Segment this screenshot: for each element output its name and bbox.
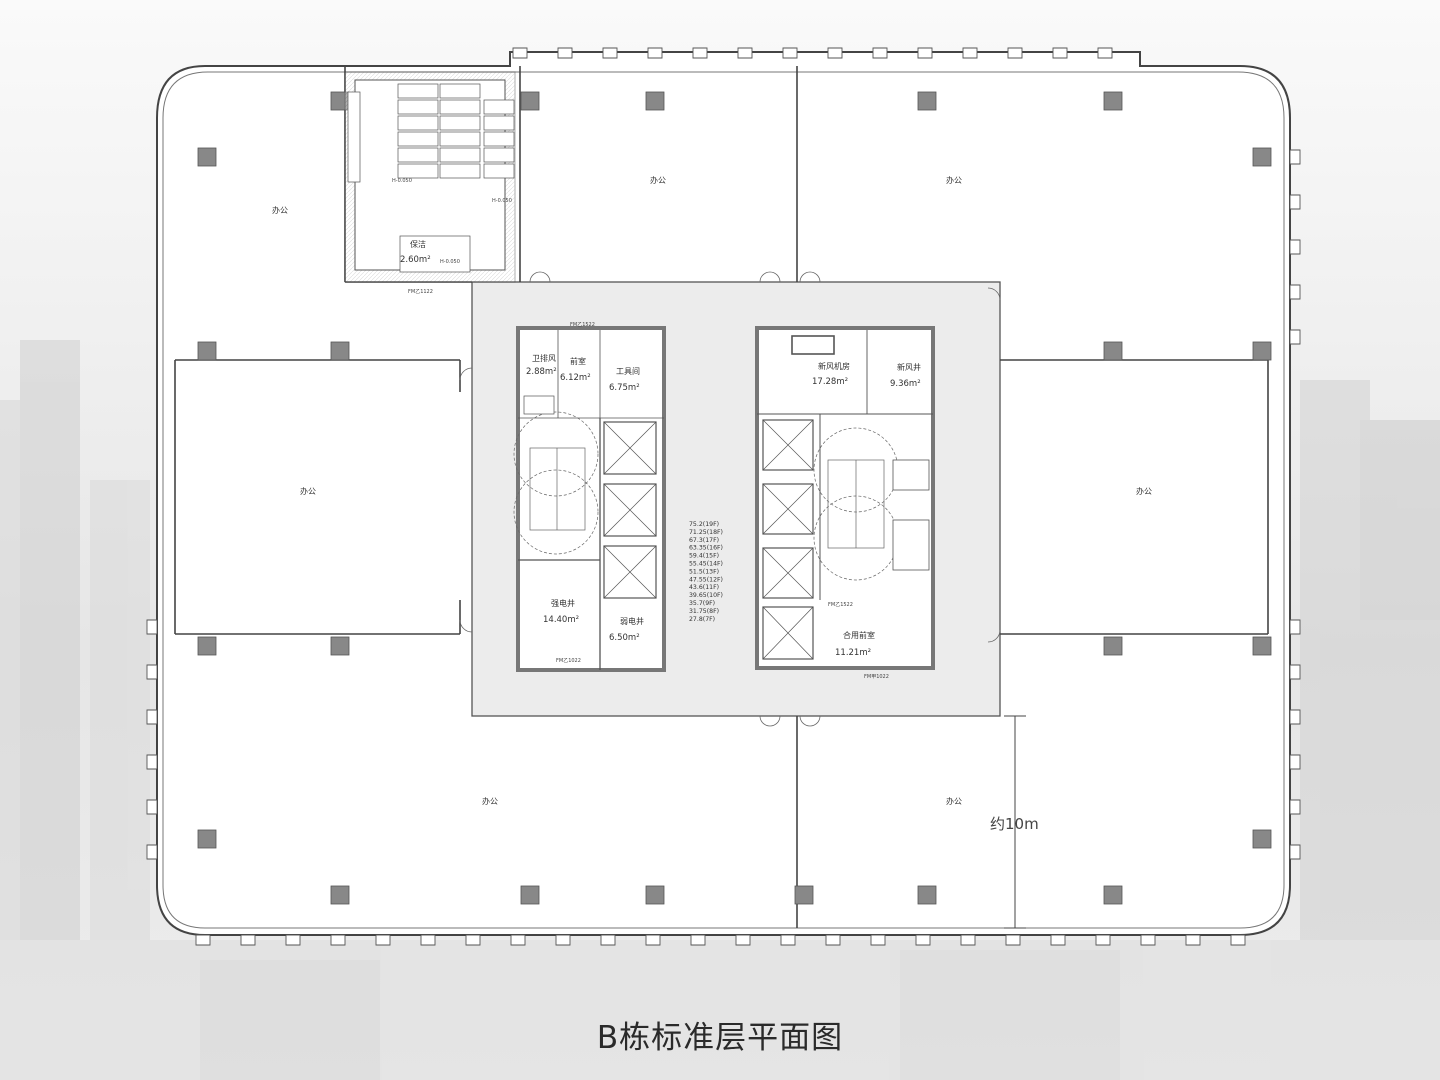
elevation-item: 39.65(10F) — [689, 592, 723, 599]
elevation-mark-cleaning: H-0.050 — [440, 259, 460, 265]
window-markers — [146, 47, 1301, 946]
weak-electric-room-area: 6.50m² — [609, 633, 640, 643]
cleaning-room-area: 2.60m² — [400, 255, 431, 265]
dimension-label: 约10m — [990, 815, 1039, 833]
ventilation-room-area: 2.88m² — [526, 367, 557, 377]
elevation-item: 43.6(11F) — [689, 584, 719, 591]
elevation-item: 51.5(13F) — [689, 568, 719, 575]
office-label-6: 办公 — [482, 796, 498, 806]
door-tag-fm-b3: FM乙1022 — [556, 657, 581, 664]
shared-front-room-name: 合用前室 — [843, 630, 875, 640]
elevation-mark-wc-right: H-0.050 — [492, 198, 512, 204]
elevation-item: 59.4(15F) — [689, 553, 719, 560]
elevation-item: 47.55(12F) — [689, 576, 723, 583]
background-cityscape — [0, 340, 1440, 1080]
elevation-item: 27.8(7F) — [689, 616, 715, 623]
elevation-item: 35.7(9F) — [689, 600, 715, 607]
weak-electric-room-name: 弱电井 — [620, 616, 644, 626]
front-room-name: 前室 — [570, 356, 586, 366]
office-label-3: 办公 — [946, 175, 962, 185]
door-swings — [459, 271, 1001, 727]
strong-electric-room-name: 强电井 — [551, 598, 575, 608]
office-labels: 办公 办公 办公 办公 办公 办公 办公 — [272, 175, 1152, 806]
door-tag-fm-b2-right: FM乙1522 — [828, 601, 853, 608]
elevation-item: 67.3(17F) — [689, 537, 719, 544]
elevation-item: 71.25(18F) — [689, 529, 723, 536]
core-left: 卫排风 2.88m² 前室 6.12m² 工具间 6.75m² 强电井 14.4… — [513, 321, 666, 672]
office-label-4: 办公 — [300, 486, 316, 496]
building-outline — [156, 51, 1291, 936]
core-right: 新风机房 17.28m² 新风井 9.36m² 合用前室 11.21m² FM乙… — [755, 326, 935, 680]
tool-room-name: 工具间 — [616, 367, 640, 376]
cleaning-room-name: 保洁 — [410, 239, 426, 249]
drawing-title: B栋标准层平面图 — [596, 1020, 844, 1056]
fresh-air-shaft-area: 9.36m² — [890, 379, 921, 389]
elevation-item: 75.2(19F) — [689, 521, 719, 528]
door-tag-fm-b2-left: FM乙1522 — [570, 321, 595, 328]
office-label-1: 办公 — [272, 205, 288, 215]
tool-room-area: 6.75m² — [609, 383, 640, 393]
office-label-7: 办公 — [946, 796, 962, 806]
elevation-item: 63.35(16F) — [689, 545, 723, 552]
washroom-block: H-0.050 H-0.050 保洁 2.60m² H-0.050 FM乙112… — [344, 71, 516, 295]
office-label-5: 办公 — [1136, 486, 1152, 496]
shared-front-room-area: 11.21m² — [835, 648, 871, 658]
dimension-indicator — [1004, 715, 1026, 929]
front-room-area: 6.12m² — [560, 373, 591, 383]
fresh-air-room-area: 17.28m² — [812, 377, 848, 387]
fresh-air-room-name: 新风机房 — [818, 361, 850, 371]
ventilation-room-name: 卫排风 — [532, 353, 556, 363]
elevation-mark-wc-left: H-0.050 — [392, 178, 412, 184]
fresh-air-shaft-name: 新风井 — [897, 362, 921, 372]
elevation-list: 75.2(19F)71.25(18F)67.3(17F)63.35(16F)59… — [689, 521, 723, 623]
door-tag-fm-b1: FM乙1122 — [408, 288, 433, 295]
door-tag-fm-a: FM甲1022 — [864, 674, 889, 680]
structural-columns — [197, 91, 1272, 905]
office-label-2: 办公 — [650, 175, 666, 185]
elevation-item: 55.45(14F) — [689, 561, 723, 568]
elevation-item: 31.75(8F) — [689, 608, 719, 615]
strong-electric-room-area: 14.40m² — [543, 615, 579, 625]
